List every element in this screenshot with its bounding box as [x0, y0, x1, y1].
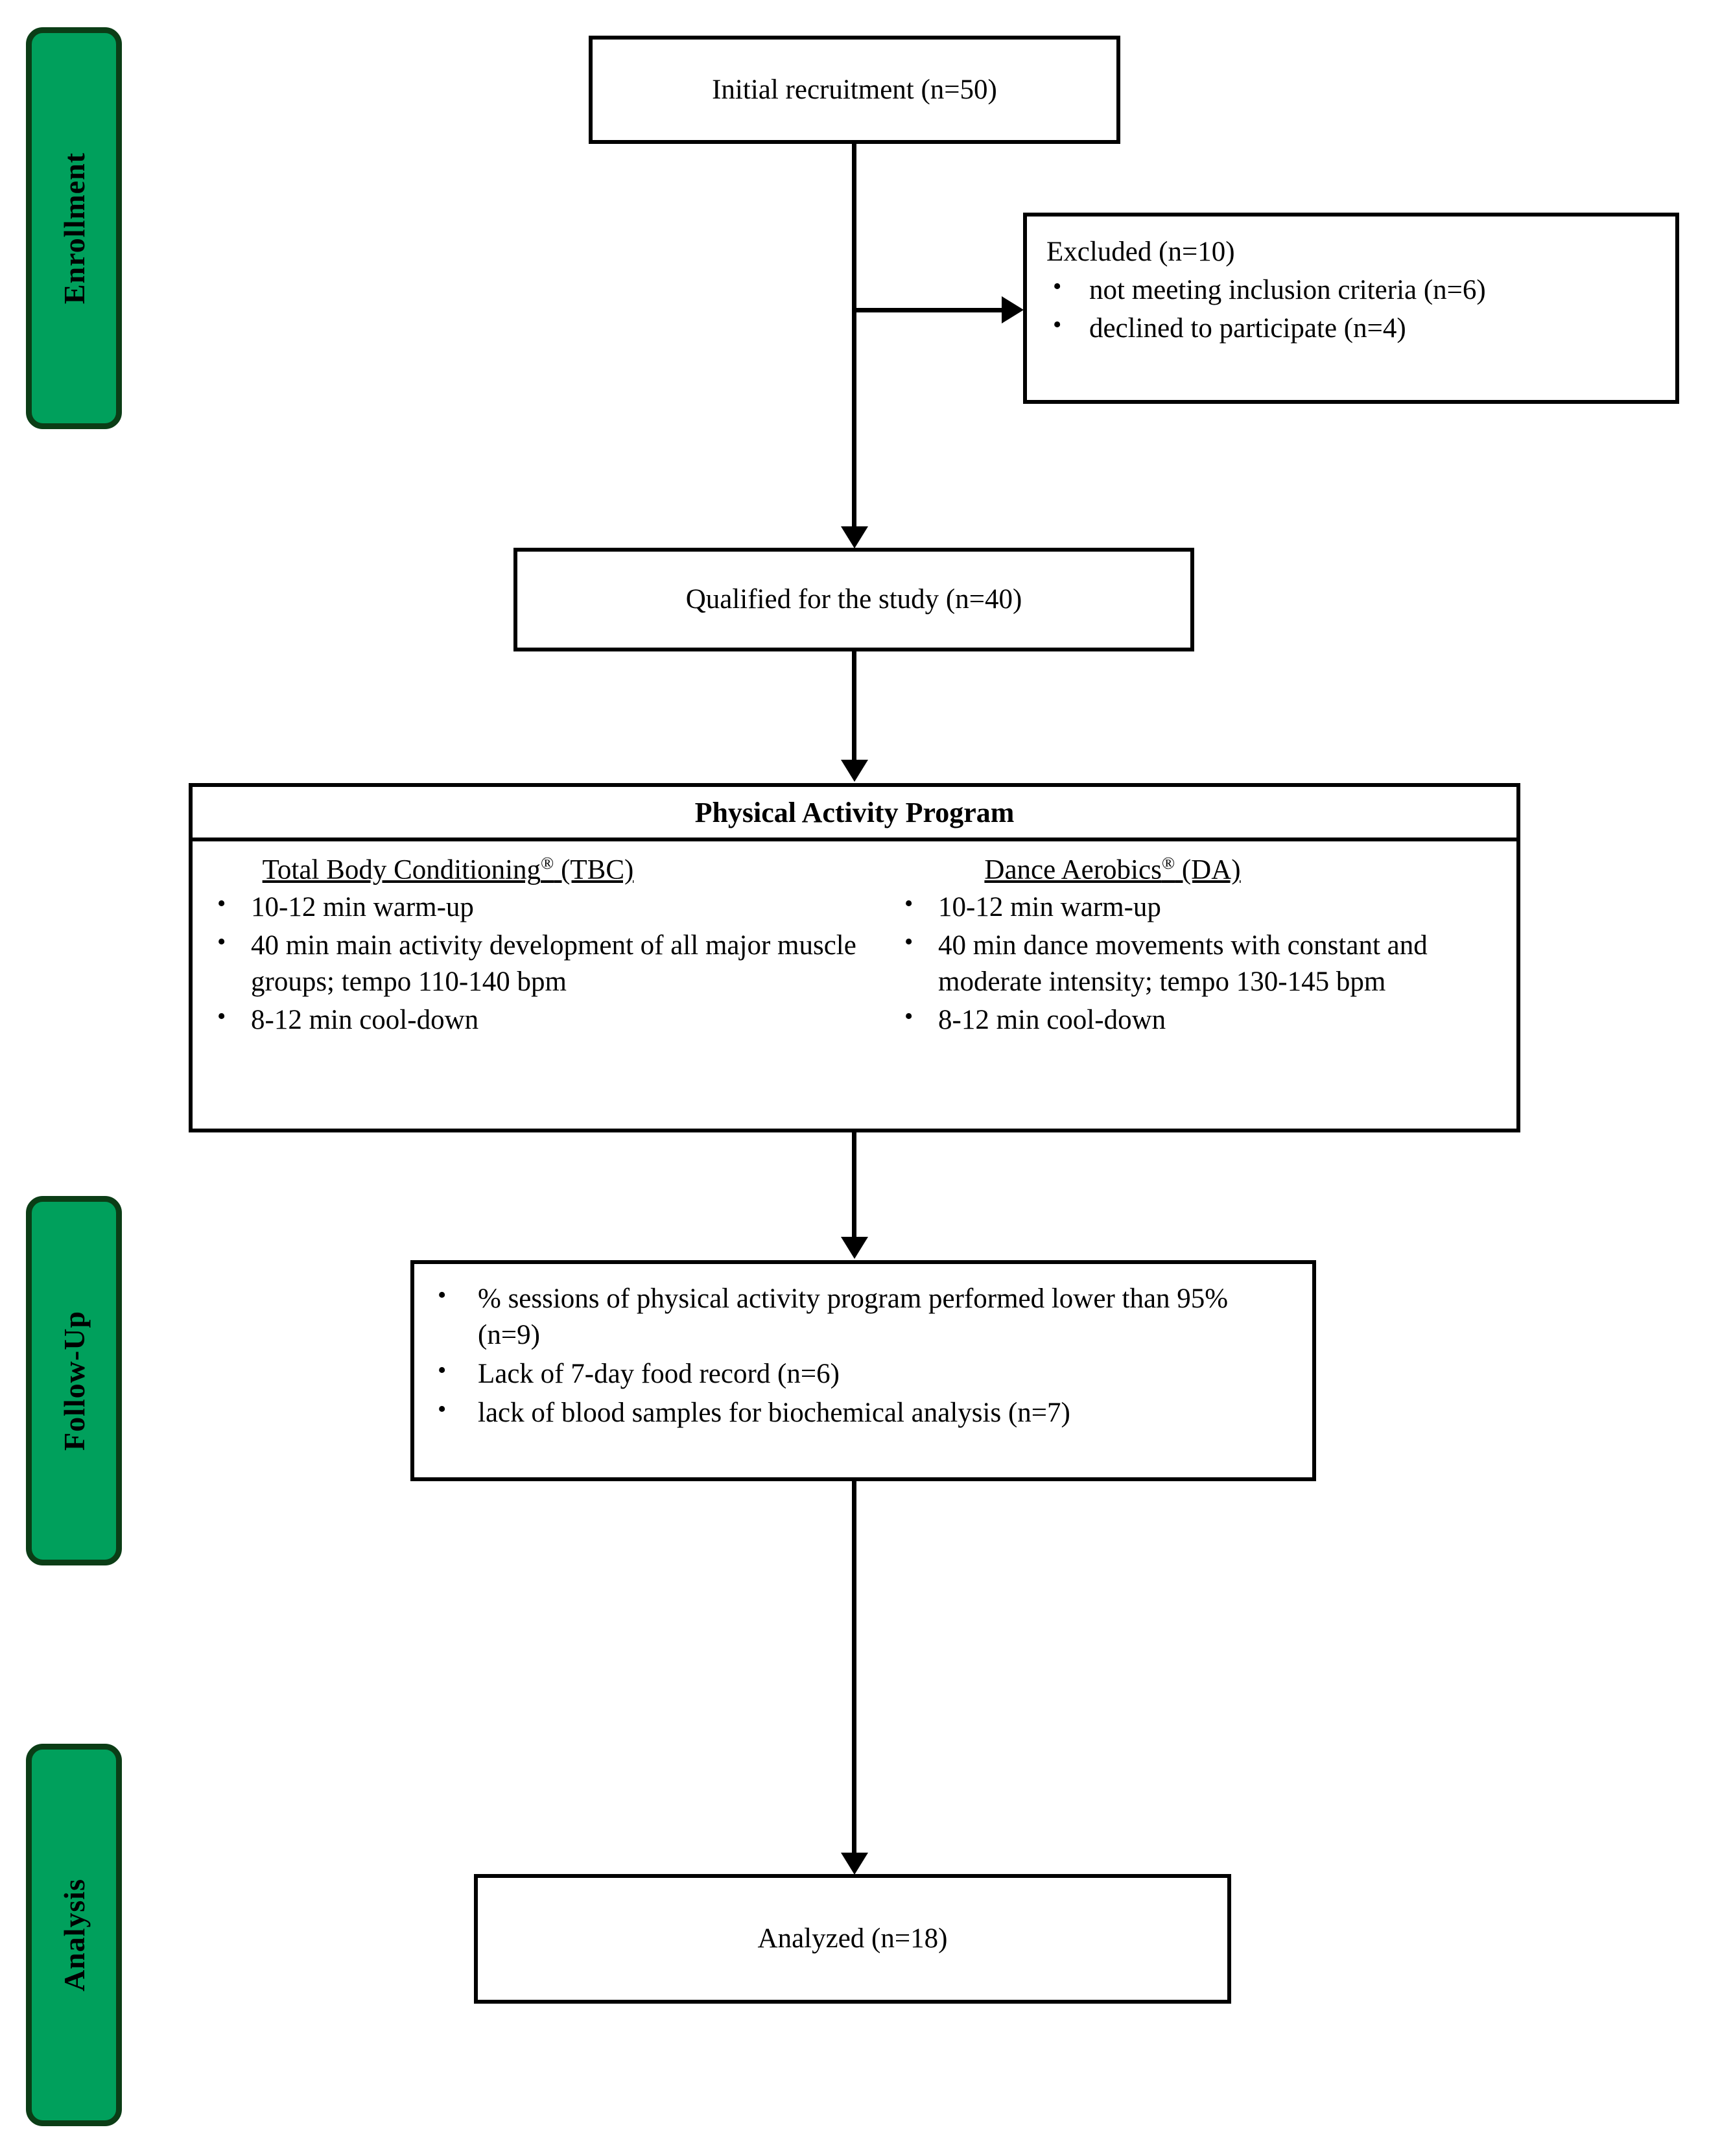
stage-tab-analysis: Analysis: [26, 1744, 122, 2126]
arrowhead-dropouts-to-analyzed: [841, 1853, 868, 1875]
program-column-tbc-title-main: Total Body Conditioning: [262, 854, 541, 885]
registered-trademark-icon: ®: [541, 853, 554, 873]
list-item: 10-12 min warm-up: [211, 888, 880, 926]
program-column-da-title-main: Dance Aerobics: [984, 854, 1162, 885]
arrowhead-recruitment-to-qualified: [841, 526, 868, 548]
list-item: lack of blood samples for biochemical an…: [431, 1394, 1295, 1431]
node-physical-activity-program: Physical Activity Program Total Body Con…: [189, 783, 1520, 1132]
program-column-tbc-title: Total Body Conditioning® (TBC): [211, 853, 880, 885]
list-item: 8-12 min cool-down: [211, 1001, 880, 1038]
node-analyzed: Analyzed (n=18): [474, 1874, 1231, 2004]
list-item: declined to participate (n=4): [1046, 309, 1656, 347]
list-item: 40 min dance movements with constant and…: [898, 926, 1502, 1000]
list-item: 8-12 min cool-down: [898, 1001, 1502, 1038]
connector-recruitment-to-excluded: [852, 308, 1014, 312]
program-column-da: Dance Aerobics® (DA) 10-12 min warm-up 4…: [880, 853, 1502, 1040]
arrowhead-recruitment-to-excluded: [1002, 296, 1024, 323]
arrowhead-program-to-dropouts: [841, 1237, 868, 1259]
node-excluded-list: not meeting inclusion criteria (n=6) dec…: [1046, 271, 1656, 347]
connector-program-to-dropouts: [852, 1132, 856, 1238]
list-item: 10-12 min warm-up: [898, 888, 1502, 926]
program-column-tbc-list: 10-12 min warm-up 40 min main activity d…: [211, 888, 880, 1038]
program-column-da-list: 10-12 min warm-up 40 min dance movements…: [898, 888, 1502, 1038]
list-item: 40 min main activity development of all …: [211, 926, 880, 1000]
stage-tab-analysis-label: Analysis: [57, 1878, 91, 1992]
stage-tab-follow-up-label: Follow-Up: [57, 1311, 91, 1451]
node-qualified: Qualified for the study (n=40): [513, 548, 1194, 651]
stage-tab-enrollment-label: Enrollment: [57, 152, 91, 305]
program-column-da-title: Dance Aerobics® (DA): [898, 853, 1502, 885]
program-column-tbc: Total Body Conditioning® (TBC) 10-12 min…: [193, 853, 880, 1040]
node-analyzed-text: Analyzed (n=18): [757, 1923, 948, 1954]
node-followup-dropouts: % sessions of physical activity program …: [410, 1260, 1316, 1481]
program-column-tbc-title-suffix: (TBC): [554, 854, 634, 885]
node-initial-recruitment-text: Initial recruitment (n=50): [712, 74, 997, 105]
connector-qualified-to-program: [852, 651, 856, 762]
stage-tab-follow-up: Follow-Up: [26, 1196, 122, 1565]
node-excluded-title: Excluded (n=10): [1046, 237, 1235, 267]
arrowhead-qualified-to-program: [841, 760, 868, 782]
list-item: Lack of 7-day food record (n=6): [431, 1355, 1295, 1392]
list-item: not meeting inclusion criteria (n=6): [1046, 271, 1656, 309]
list-item: % sessions of physical activity program …: [431, 1280, 1295, 1353]
connector-recruitment-to-qualified: [852, 144, 856, 542]
node-physical-activity-program-header: Physical Activity Program: [193, 787, 1516, 841]
node-followup-dropouts-list: % sessions of physical activity program …: [431, 1280, 1295, 1431]
node-qualified-text: Qualified for the study (n=40): [685, 584, 1022, 615]
program-column-da-title-suffix: (DA): [1175, 854, 1241, 885]
node-excluded: Excluded (n=10) not meeting inclusion cr…: [1023, 213, 1679, 404]
stage-tab-enrollment: Enrollment: [26, 27, 122, 429]
connector-dropouts-to-analyzed: [852, 1481, 856, 1854]
node-initial-recruitment: Initial recruitment (n=50): [589, 36, 1120, 144]
registered-trademark-icon: ®: [1161, 853, 1175, 873]
